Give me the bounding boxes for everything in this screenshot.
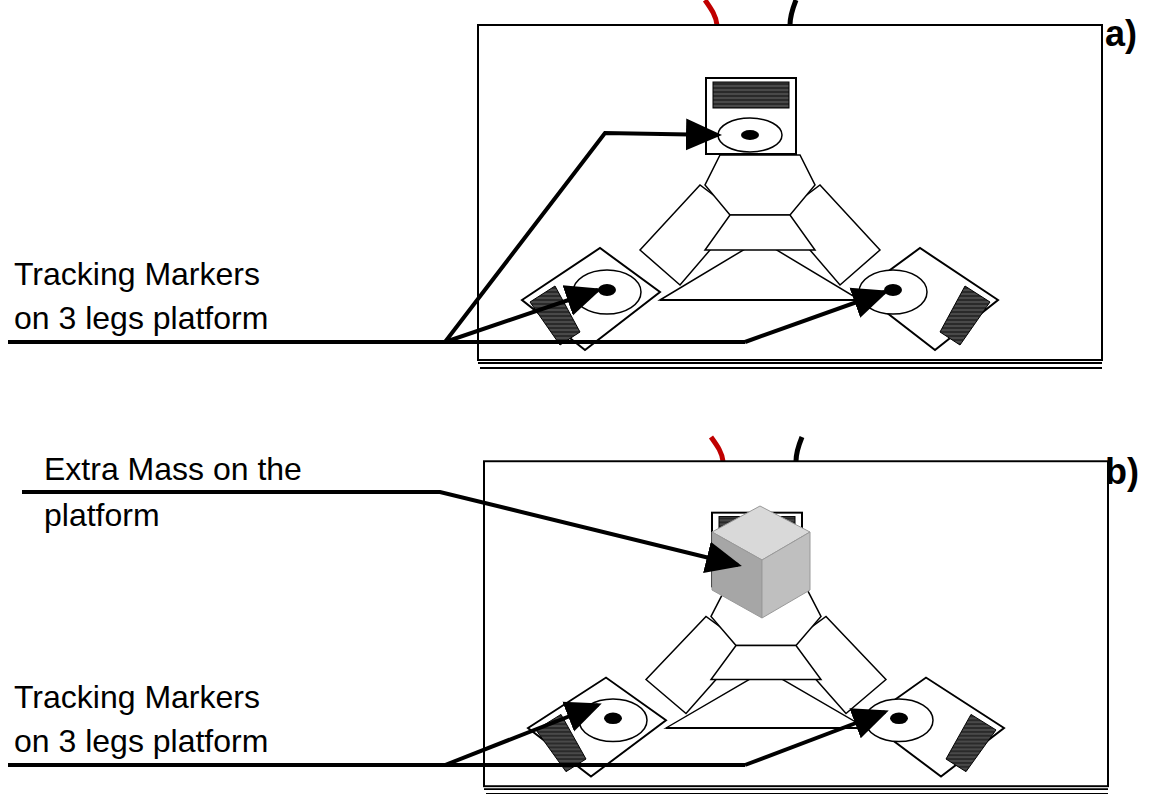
platform-panel-a xyxy=(478,0,1102,368)
panel-letter: b) xyxy=(1105,450,1150,494)
callout-label: Tracking Markers on 3 legs platform xyxy=(14,252,284,340)
platform-panel-b xyxy=(484,437,1108,794)
leader-lines-a xyxy=(8,133,885,342)
panel-letter: a) xyxy=(1105,12,1150,56)
callout-label: Tracking Markers on 3 legs platform xyxy=(14,675,284,763)
callout-label: Extra Mass on the platform xyxy=(44,446,324,538)
